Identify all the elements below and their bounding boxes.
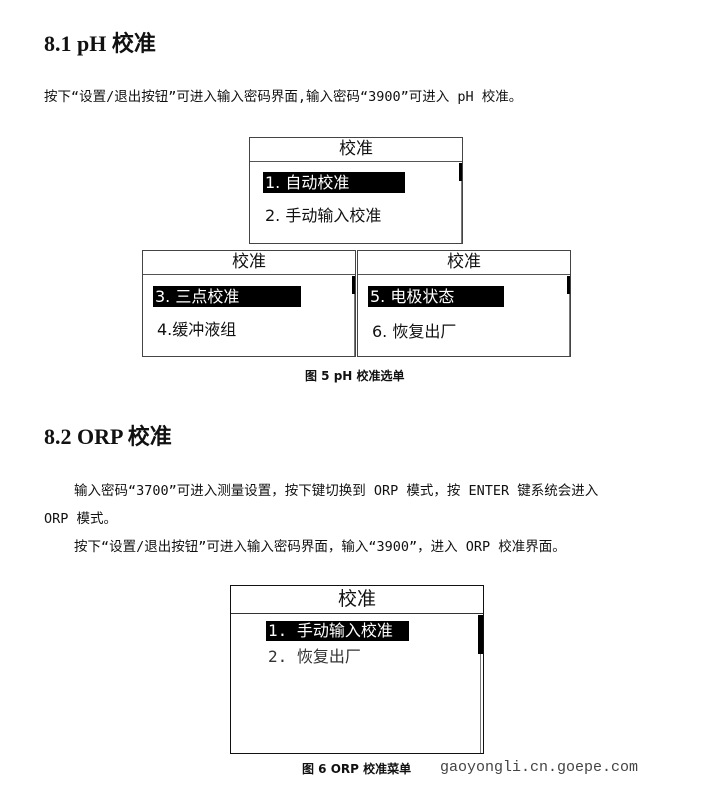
menu-item-factory-reset[interactable]: 6. 恢复出厂 [372,322,457,341]
scrollbar [352,276,355,294]
figure-caption: 图 6 ORP 校准菜单 [302,762,412,776]
paragraph: 按下“设置/退出按钮”可进入输入密码界面，输入“3900”，进入 ORP 校准界… [74,539,566,555]
menu-item-factory-reset[interactable]: 2. 恢复出厂 [268,647,361,666]
menu-item-auto-calibration[interactable]: 1. 自动校准 [263,172,405,193]
scrollbar-track [461,181,462,243]
scrollbar [567,276,570,294]
watermark: gaoyongli.cn.goepe.com [440,759,639,776]
menu-screen-orp-calibration: 校准 1. 手动输入校准 2. 恢复出厂 [230,585,484,754]
menu-item-three-point[interactable]: 3. 三点校准 [153,286,301,307]
menu-screen-calibration-2: 校准 3. 三点校准 4.缓冲液组 [142,250,356,357]
scrollbar-track [569,294,570,356]
section-heading-orp: 8.2 ORP 校准 [44,424,172,449]
scrollbar [478,615,483,654]
paragraph: 输入密码“3700”可进入测量设置，按下键切换到 ORP 模式，按 ENTER … [74,483,599,499]
scrollbar [459,163,462,181]
screen-title: 校准 [358,251,570,275]
menu-item-buffer-group[interactable]: 4.缓冲液组 [157,320,237,339]
screen-title: 校准 [231,586,483,614]
menu-item-electrode-status[interactable]: 5. 电极状态 [368,286,504,307]
figure-caption: 图 5 pH 校准选单 [305,369,405,383]
scrollbar-track [354,294,355,356]
menu-item-manual-calibration[interactable]: 2. 手动输入校准 [265,206,382,225]
section-heading-ph: 8.1 pH 校准 [44,31,156,56]
screen-title: 校准 [250,138,462,162]
screen-title: 校准 [143,251,355,275]
menu-screen-calibration-1: 校准 1. 自动校准 2. 手动输入校准 [249,137,463,244]
menu-screen-calibration-3: 校准 5. 电极状态 6. 恢复出厂 [357,250,571,357]
scrollbar-track [480,654,481,753]
menu-item-manual-calibration[interactable]: 1. 手动输入校准 [266,621,409,641]
paragraph: ORP 模式。 [44,511,118,527]
paragraph: 按下“设置/退出按钮”可进入输入密码界面,输入密码“3900”可进入 pH 校准… [44,89,523,105]
